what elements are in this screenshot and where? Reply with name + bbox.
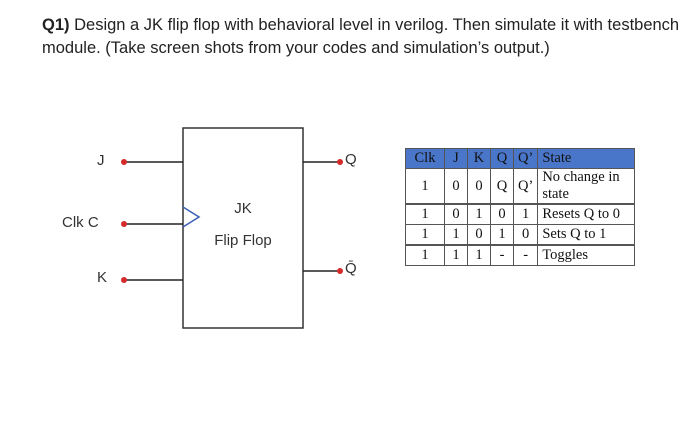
header-qbar: Q’: [512, 148, 539, 169]
cell-qbar: 1: [512, 203, 539, 225]
cell-k: 1: [467, 244, 491, 266]
output-qbar-label: Q̄: [345, 260, 357, 277]
output-q-label: Q: [345, 151, 357, 168]
k-pin-dot: [121, 277, 127, 283]
flip-flop-box: [182, 127, 304, 329]
table-row: 1 1 1 - - Toggles: [405, 244, 636, 266]
cell-clk: 1: [405, 224, 445, 246]
q-pin-dot: [337, 159, 343, 165]
clk-pin-dot: [121, 221, 127, 227]
cell-q: 0: [490, 203, 514, 225]
table-row: 1 1 0 1 0 Sets Q to 1: [405, 224, 636, 246]
input-j-label: J: [97, 152, 105, 169]
truth-table-header-row: Clk J K Q Q’ State: [405, 148, 636, 169]
clock-triangle-icon: [182, 206, 201, 228]
cell-clk: 1: [405, 203, 445, 225]
header-clk: Clk: [405, 148, 445, 169]
cell-q: -: [490, 244, 514, 266]
cell-j: 1: [444, 224, 468, 246]
cell-state: Toggles: [537, 244, 636, 266]
box-label-flip-flop: Flip Flop: [214, 232, 272, 249]
cell-state: Resets Q to 0: [537, 203, 636, 225]
question-number: Q1): [42, 16, 70, 34]
cell-clk: 1: [405, 168, 445, 205]
cell-state: No change in state: [537, 168, 636, 205]
qbar-pin-dot: [337, 268, 343, 274]
cell-qbar: -: [512, 244, 539, 266]
cell-k: 1: [467, 203, 491, 225]
question-text: Q1) Design a JK flip flop with behaviora…: [42, 14, 682, 60]
cell-j: 0: [444, 168, 468, 205]
cell-j: 1: [444, 244, 468, 266]
header-q: Q: [490, 148, 514, 169]
cell-k: 0: [467, 168, 491, 205]
truth-table: Clk J K Q Q’ State 1 0 0 Q Q’ No change …: [405, 148, 636, 266]
j-pin-dot: [121, 159, 127, 165]
cell-q: Q: [490, 168, 514, 205]
box-label-jk: JK: [234, 200, 252, 217]
input-k-label: K: [97, 269, 108, 286]
header-j: J: [444, 148, 468, 169]
input-clk-label: Clk C: [62, 214, 99, 231]
table-row: 1 0 1 0 1 Resets Q to 0: [405, 203, 636, 225]
question-body: Design a JK flip flop with behavioral le…: [42, 16, 680, 57]
diagram-lines: [121, 127, 343, 329]
cell-j: 0: [444, 203, 468, 225]
cell-state: Sets Q to 1: [537, 224, 636, 246]
cell-k: 0: [467, 224, 491, 246]
header-k: K: [467, 148, 491, 169]
cell-clk: 1: [405, 244, 445, 266]
cell-qbar: 0: [512, 224, 539, 246]
cell-qbar: Q’: [512, 168, 539, 205]
cell-q: 1: [490, 224, 514, 246]
header-state: State: [537, 148, 636, 169]
jk-flip-flop-diagram: J Clk C K Q Q̄ JK Flip Flop: [62, 127, 357, 329]
table-row: 1 0 0 Q Q’ No change in state: [405, 168, 636, 205]
